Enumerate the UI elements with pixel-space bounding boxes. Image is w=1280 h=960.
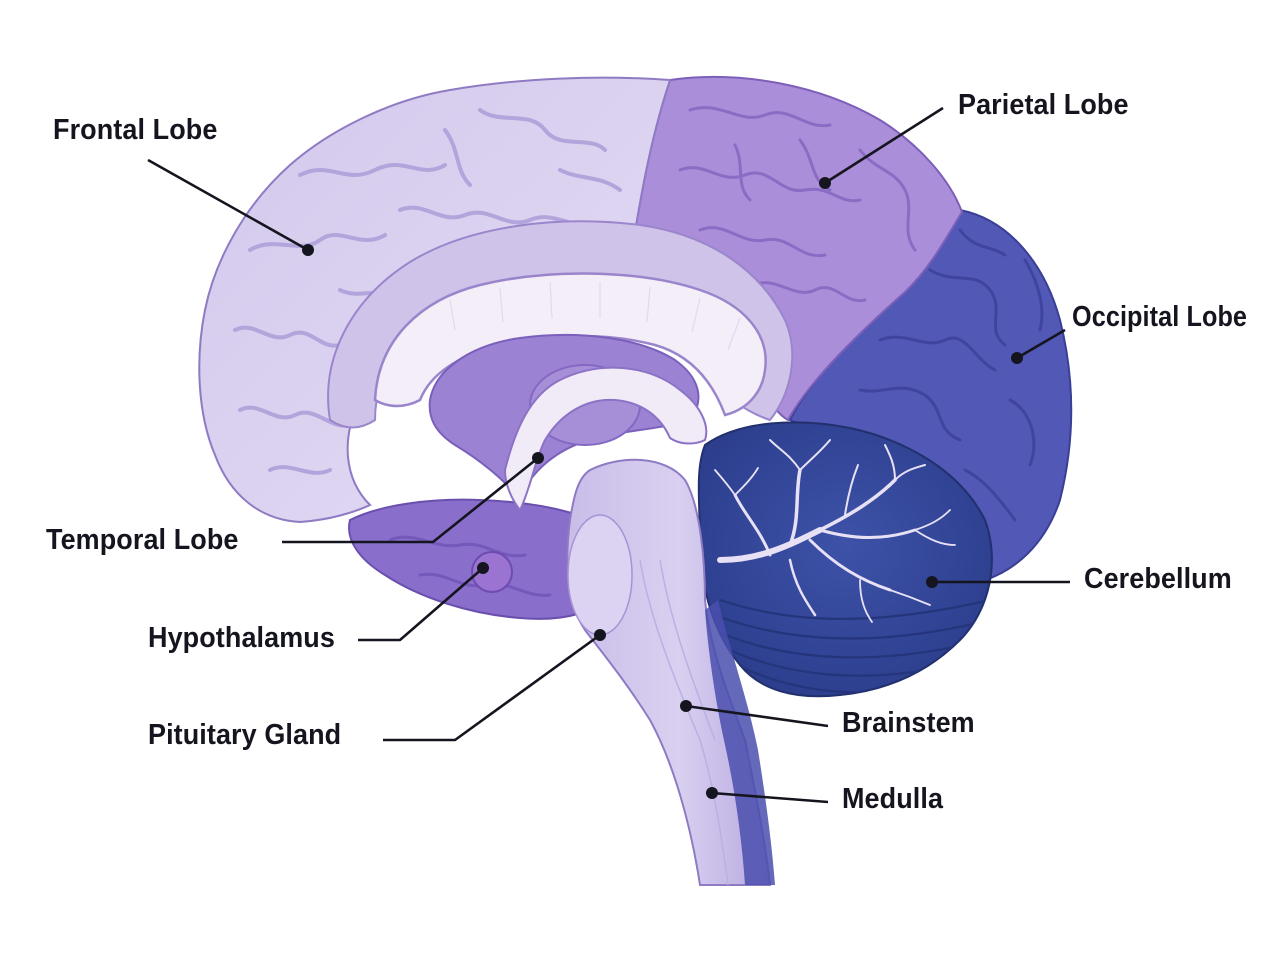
leader-lines xyxy=(147,106,1070,804)
fornix xyxy=(503,366,708,512)
pituitary-gland-label: Pituitary Gland xyxy=(148,719,342,751)
leader-hypothalamus xyxy=(358,567,484,642)
dot-medulla xyxy=(706,787,718,799)
dot-temporal xyxy=(532,452,544,464)
leader-brainstem xyxy=(685,704,829,728)
dot-brainstem xyxy=(680,700,692,712)
frontal-lobe-label: Frontal Lobe xyxy=(53,114,218,146)
leader-temporal xyxy=(282,456,539,544)
occipital-lobe-label: Occipital Lobe xyxy=(1072,301,1248,333)
dot-pituitary xyxy=(594,629,606,641)
brainstem-label: Brainstem xyxy=(842,707,975,739)
leader-occipital xyxy=(1016,328,1066,360)
brainstem-dark-band xyxy=(705,600,775,885)
cerebellum-label: Cerebellum xyxy=(1084,563,1232,595)
dot-cerebellum xyxy=(926,576,938,588)
leader-pituitary xyxy=(383,633,601,742)
parietal-lobe-label: Parietal Lobe xyxy=(958,89,1129,121)
leader-dots xyxy=(302,177,1023,799)
medulla-label: Medulla xyxy=(842,783,944,815)
hypothalamus-shape xyxy=(471,551,513,593)
dot-parietal xyxy=(819,177,831,189)
leader-parietal xyxy=(824,106,944,185)
hypothalamus-label: Hypothalamus xyxy=(148,622,335,654)
temporal-lobe-label: Temporal Lobe xyxy=(46,524,239,556)
dot-hypothalamus xyxy=(477,562,489,574)
arbor-vitae xyxy=(714,439,956,623)
leader-frontal xyxy=(147,158,309,252)
leader-medulla xyxy=(711,791,829,804)
pons xyxy=(567,514,633,636)
dot-occipital xyxy=(1011,352,1023,364)
dot-frontal xyxy=(302,244,314,256)
